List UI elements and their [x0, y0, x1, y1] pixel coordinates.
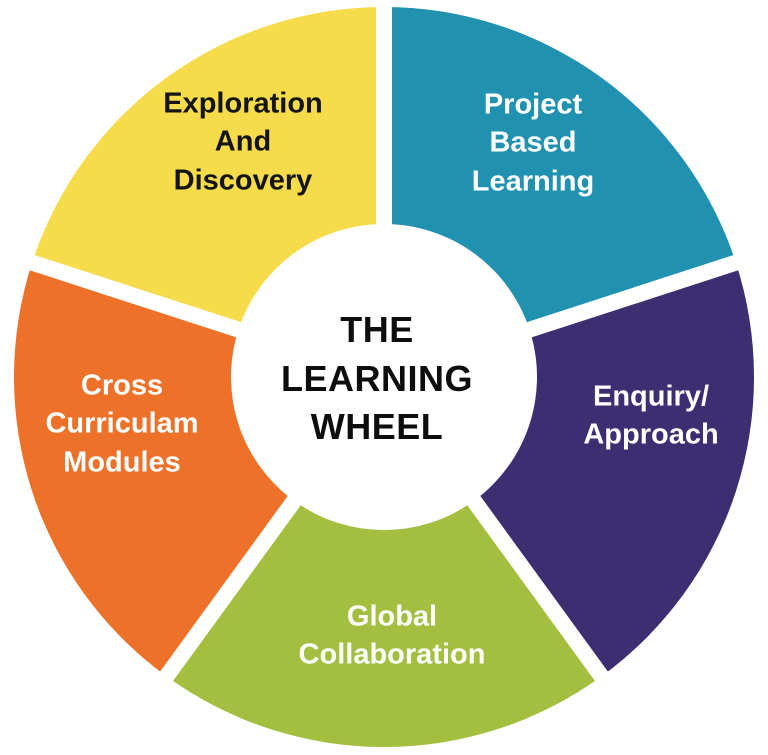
wheel-center-title: THE LEARNING WHEEL [281, 309, 473, 448]
segment-enquiry-approach [473, 262, 755, 677]
segment-global-collaboration [166, 500, 602, 748]
segment-divider [463, 491, 614, 690]
segment-cross-curriculam-modules [13, 262, 295, 677]
segment-divider [521, 251, 748, 340]
segment-project-based-learning [384, 6, 736, 330]
segment-exploration-and-discovery [32, 6, 385, 330]
segment-divider [20, 251, 247, 340]
segment-divider [154, 491, 305, 690]
